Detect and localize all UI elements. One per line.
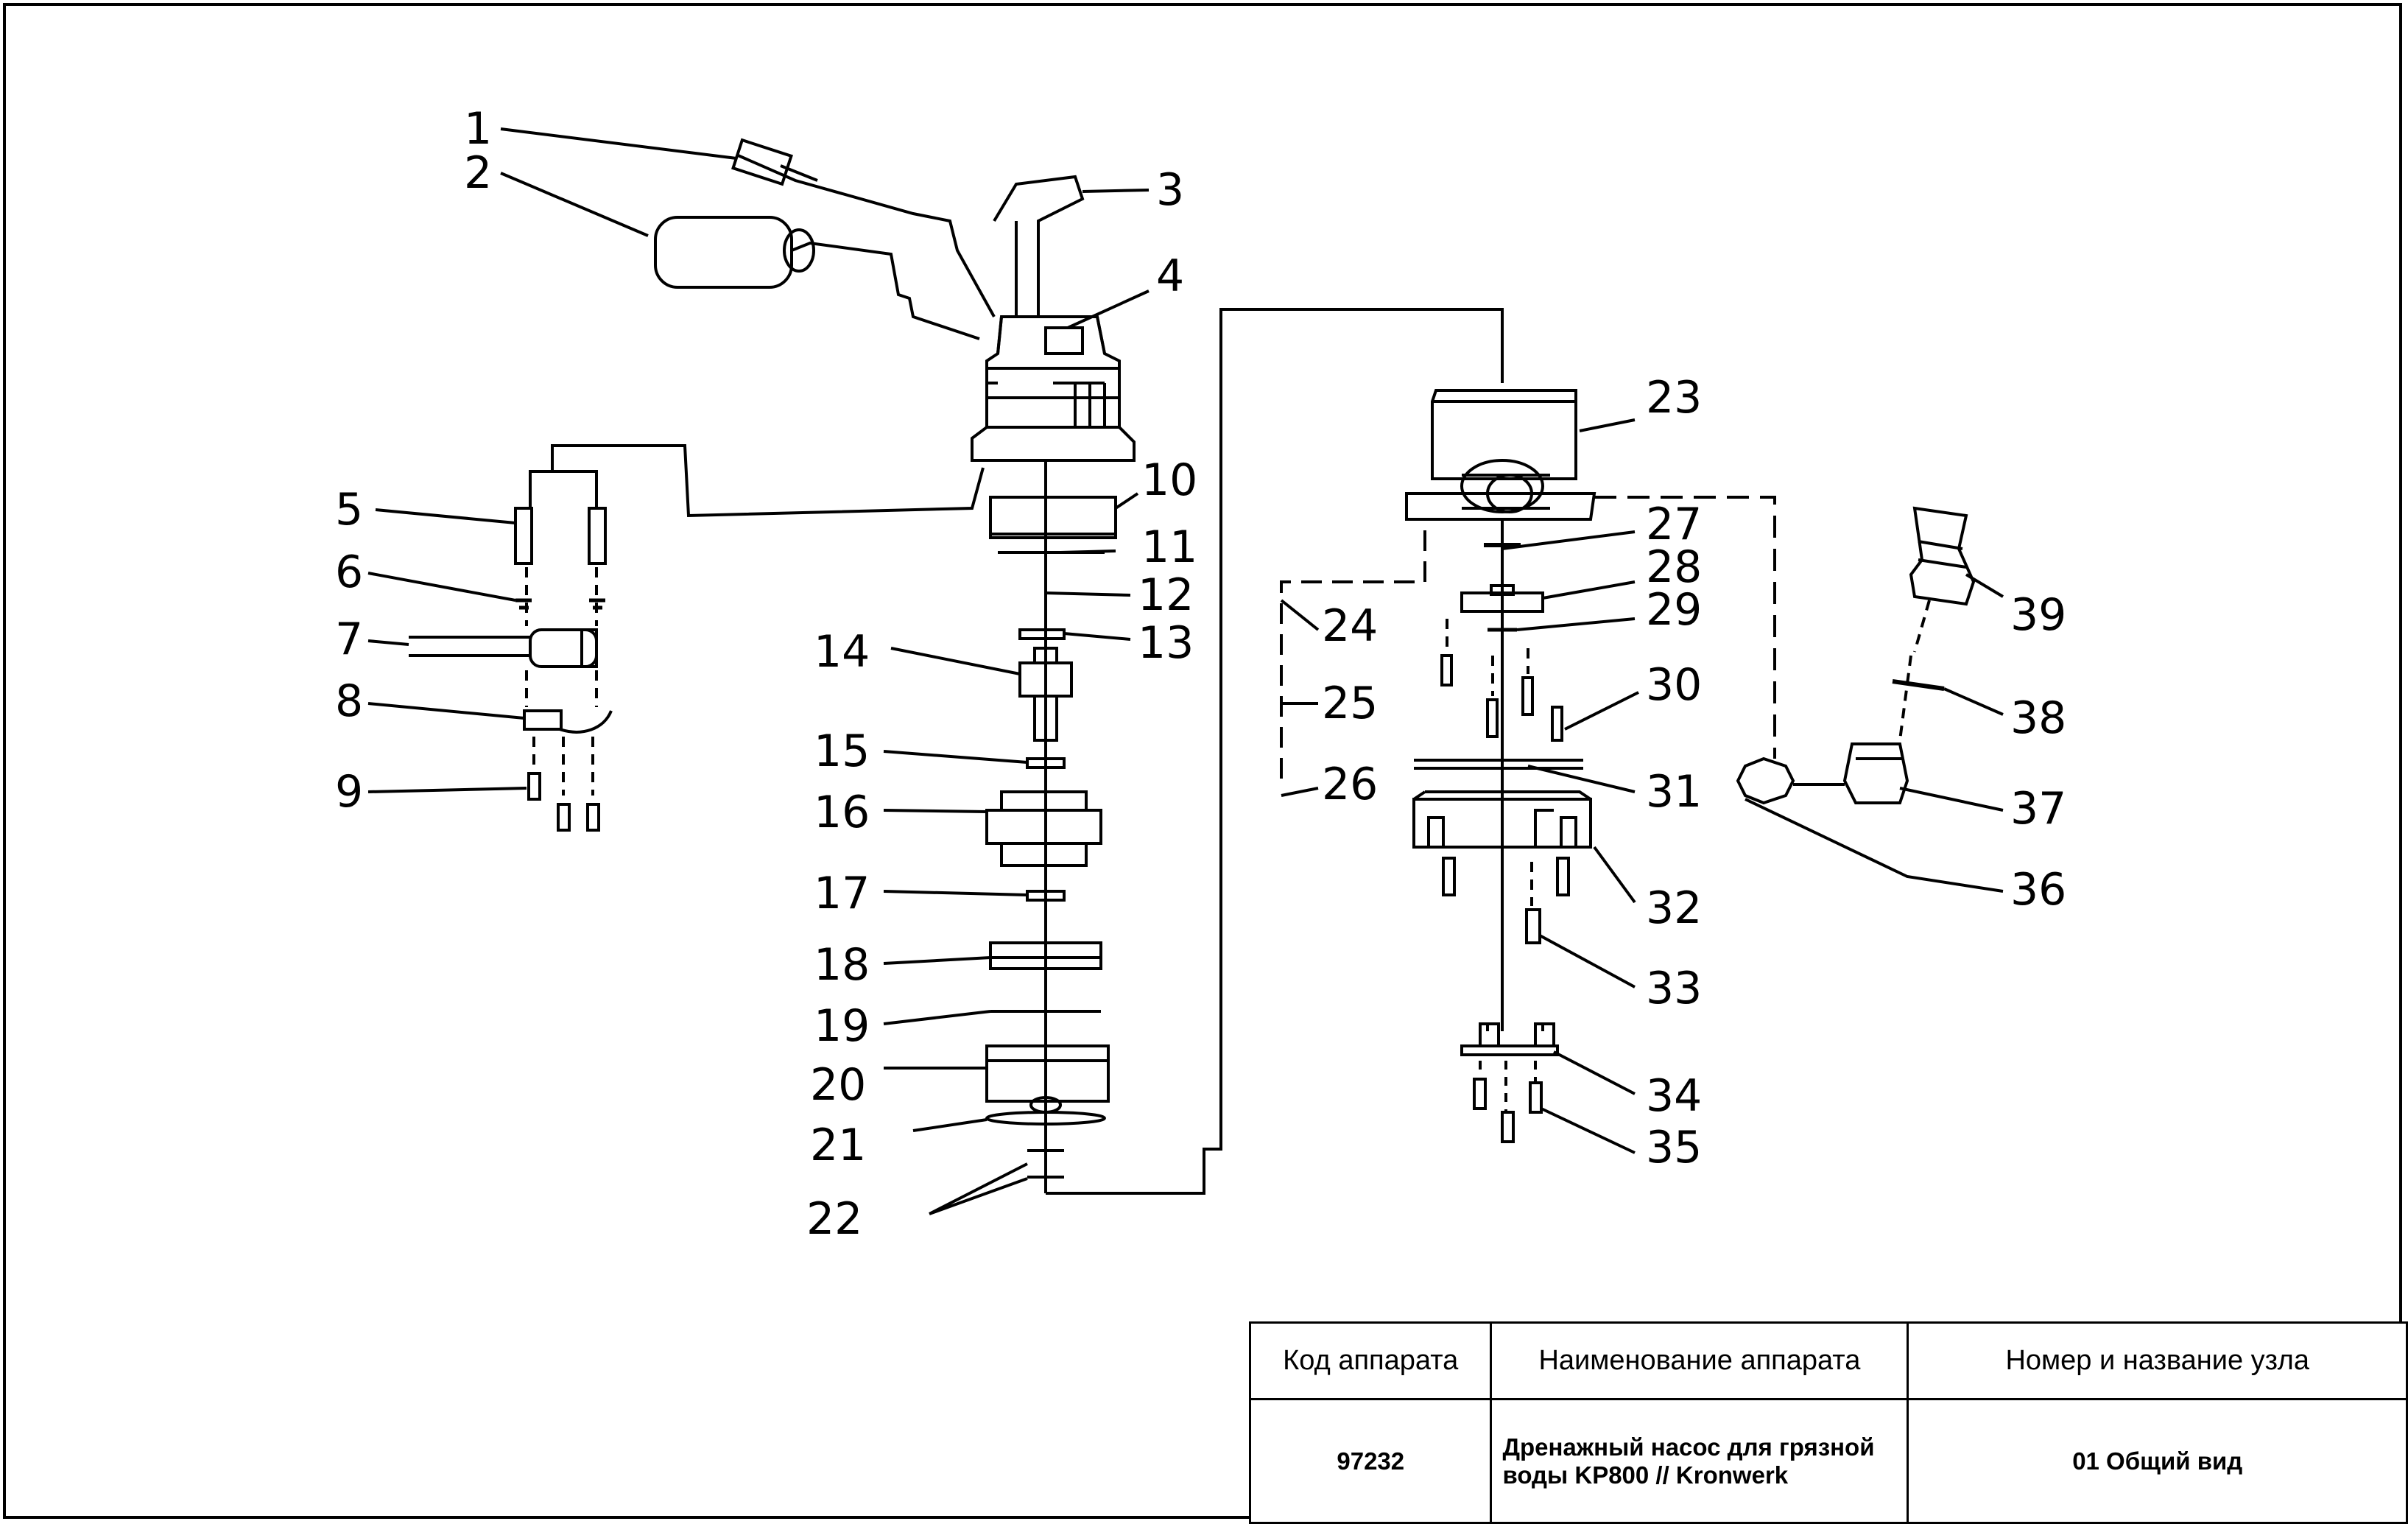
device-code-header: Код аппарата [1248, 1321, 1493, 1400]
callout-31: 31 [1646, 766, 1702, 818]
callout-28: 28 [1646, 541, 1702, 593]
callout-9: 9 [335, 766, 363, 818]
callout-15: 15 [814, 726, 870, 777]
callout-36: 36 [2010, 864, 2066, 916]
drawing-frame [3, 3, 2402, 1519]
callout-16: 16 [814, 787, 870, 838]
callout-25: 25 [1322, 678, 1378, 729]
callout-38: 38 [2010, 692, 2066, 744]
title-block-header-row: Код аппарата Наименование аппарата Номер… [1248, 1321, 2408, 1400]
callout-1: 1 [464, 103, 492, 155]
callout-10: 10 [1141, 454, 1197, 506]
callout-34: 34 [1646, 1070, 1702, 1122]
callout-22: 22 [806, 1193, 862, 1245]
callout-33: 33 [1646, 963, 1702, 1014]
title-block: Код аппарата Наименование аппарата Номер… [1248, 1321, 2408, 1524]
callout-3: 3 [1156, 164, 1184, 216]
callout-5: 5 [335, 484, 363, 535]
callout-19: 19 [814, 1000, 870, 1052]
callout-26: 26 [1322, 759, 1378, 810]
callout-24: 24 [1322, 600, 1378, 652]
callout-6: 6 [335, 547, 363, 598]
device-code-value: 97232 [1248, 1398, 1493, 1524]
callout-11: 11 [1141, 522, 1197, 573]
callout-14: 14 [814, 626, 870, 678]
callout-39: 39 [2010, 589, 2066, 641]
callout-2: 2 [464, 147, 492, 199]
node-header: Номер и название узла [1907, 1321, 2408, 1400]
callout-4: 4 [1156, 250, 1184, 302]
callout-35: 35 [1646, 1122, 1702, 1173]
callout-18: 18 [814, 939, 870, 991]
callout-20: 20 [810, 1059, 866, 1111]
callout-30: 30 [1646, 659, 1702, 711]
callout-7: 7 [335, 614, 363, 665]
callout-29: 29 [1646, 584, 1702, 636]
device-name-header: Наименование аппарата [1490, 1321, 1909, 1400]
callout-27: 27 [1646, 499, 1702, 550]
callout-13: 13 [1138, 617, 1194, 669]
callout-37: 37 [2010, 783, 2066, 835]
callout-21: 21 [810, 1120, 866, 1171]
node-value: 01 Общий вид [1907, 1398, 2408, 1524]
callout-32: 32 [1646, 882, 1702, 934]
callout-23: 23 [1646, 372, 1702, 424]
callout-12: 12 [1138, 569, 1194, 621]
device-name-value: Дренажный насос для грязной воды KP800 /… [1490, 1398, 1909, 1524]
callout-8: 8 [335, 675, 363, 727]
callout-17: 17 [814, 868, 870, 919]
title-block-value-row: 97232 Дренажный насос для грязной воды K… [1248, 1398, 2408, 1524]
